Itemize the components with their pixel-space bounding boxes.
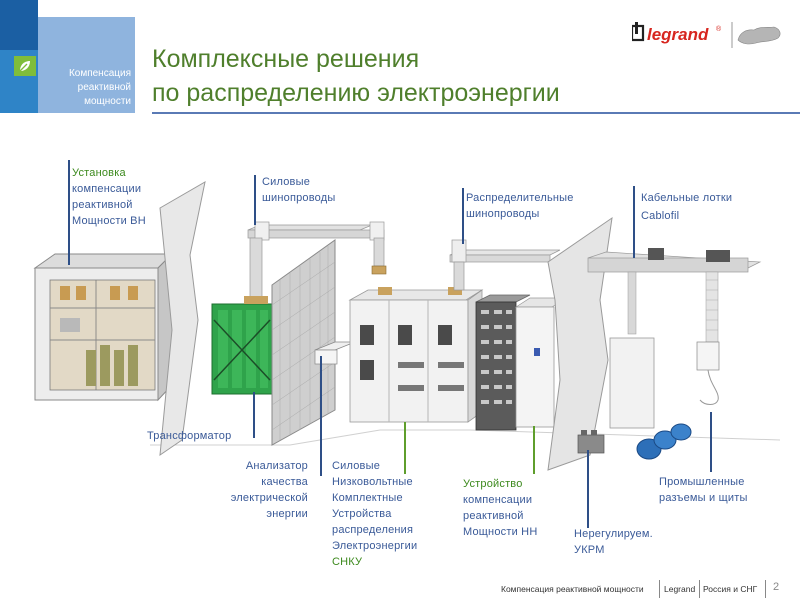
leader-lv-compensation — [533, 426, 535, 474]
wall-panel — [609, 337, 655, 429]
label-analyzer-line-3: электрической — [230, 492, 308, 504]
label-snku-line-1: Силовые — [332, 460, 381, 472]
cable — [699, 369, 719, 405]
label-busbars-line-2: шинопроводы — [262, 192, 336, 204]
power-busbar — [247, 221, 387, 309]
title-line-1: Комплексные решения — [152, 45, 420, 73]
wall-right — [547, 216, 613, 471]
label-snku-line-4: Устройства — [332, 508, 392, 520]
footer-divider-1 — [659, 580, 660, 598]
industrial-motors — [636, 423, 692, 460]
footer-brand: Legrand — [664, 584, 696, 594]
lv-compensation-cabinet — [475, 294, 531, 431]
label-snku-line-6: Электроэнергии — [332, 540, 418, 552]
snku-switchboard — [348, 287, 484, 423]
leader-industrial — [710, 412, 712, 472]
wall-left — [159, 181, 206, 457]
logo-brand-text: legrand — [647, 25, 709, 44]
label-lv-line-2: компенсации — [463, 494, 533, 506]
section-tab: Компенсация реактивной мощности — [38, 17, 135, 113]
label-hv-line-1: Установка — [72, 167, 126, 179]
label-analyzer-line-1: Анализатор — [245, 460, 308, 472]
label-snku-line-2: Низковольтные — [332, 476, 413, 488]
label-hv-line-2: компенсации — [72, 183, 142, 195]
industrial-socket-box — [696, 341, 720, 371]
label-analyzer-line-4: энергии — [266, 508, 308, 520]
sidebar-decoration — [0, 0, 38, 113]
label-power-busbars: Силовые шинопроводы — [262, 174, 335, 206]
label-transformer: Трансформатор — [147, 430, 232, 442]
label-hv-line-4: Мощности ВН — [72, 215, 146, 227]
mesh-partition — [271, 239, 336, 446]
label-industrial: Промышленные разъемы и щиты — [659, 474, 748, 506]
unregulated-compensation-unit — [577, 430, 605, 454]
footer-section: Компенсация реактивной мощности — [501, 584, 644, 594]
label-snku-line-3: Комплектные — [332, 492, 403, 504]
leaf-icon — [14, 56, 36, 76]
label-snku: Силовые Низковольтные Комплектные Устрой… — [332, 458, 417, 570]
label-analyzer: Анализатор качества электрической энерги… — [216, 458, 308, 522]
label-cable-trays: Кабельные лотки Cablofil — [641, 190, 732, 224]
leader-dist-busbars — [462, 188, 464, 244]
white-cabinet — [514, 297, 568, 428]
label-analyzer-line-2: качества — [261, 476, 308, 488]
leader-transformer — [253, 392, 255, 438]
label-hv-line-3: реактивной — [72, 199, 133, 211]
title-divider — [152, 112, 800, 114]
leader-unregulated — [587, 450, 589, 528]
logo-registered: ® — [716, 25, 722, 33]
label-snku-line-7: СНКУ — [332, 556, 363, 568]
distribution-busbar — [449, 239, 561, 291]
footer: Компенсация реактивной мощности Legrand … — [0, 578, 800, 600]
leader-snku — [404, 422, 406, 474]
label-busbars-line-1: Силовые — [262, 176, 311, 188]
title-line-2: по распределению электроэнергии — [152, 79, 560, 107]
russia-map-icon — [737, 26, 781, 45]
label-snku-line-5: распределения — [332, 524, 414, 536]
label-unreg-line-1: Нерегулируем. — [574, 528, 653, 540]
sidebar-top-block — [0, 0, 38, 50]
footer-divider-3 — [765, 580, 766, 598]
section-label: Компенсация реактивной мощности — [68, 68, 131, 107]
footer-region: Россия и СНГ — [703, 584, 758, 594]
page-number: 2 — [773, 581, 780, 593]
leader-analyzer — [320, 356, 322, 476]
leader-cable-trays — [633, 186, 635, 258]
label-dist-line-2: шинопроводы — [466, 208, 540, 220]
label-hv-compensation: Установка компенсации реактивной Мощност… — [72, 165, 146, 229]
leader-busbars — [254, 175, 256, 225]
transformer — [211, 296, 273, 395]
label-lv-line-1: Устройство — [463, 478, 523, 490]
label-dist-busbars: Распределительные шинопроводы — [466, 190, 574, 222]
label-industrial-line-1: Промышленные — [659, 476, 745, 488]
leader-hv-compensation — [68, 160, 70, 265]
label-trays-line-1: Кабельные лотки — [641, 192, 733, 204]
label-unreg-line-2: УКРМ — [574, 544, 605, 556]
label-lv-compensation: Устройство компенсации реактивной Мощнос… — [463, 476, 537, 540]
cable-tray — [587, 248, 762, 343]
label-trays-line-2: Cablofil — [641, 210, 680, 222]
label-unregulated: Нерегулируем. УКРМ — [574, 526, 653, 558]
legrand-logo: legrand ® — [630, 22, 800, 48]
hv-compensation-cabinet — [33, 252, 174, 402]
label-lv-line-4: Мощности НН — [463, 526, 538, 538]
page-title: Комплексные решения по распределению эле… — [152, 42, 560, 110]
label-dist-line-1: Распределительные — [466, 192, 574, 204]
label-lv-line-3: реактивной — [463, 510, 524, 522]
label-industrial-line-2: разъемы и щиты — [659, 492, 748, 504]
footer-divider-2 — [699, 580, 700, 598]
